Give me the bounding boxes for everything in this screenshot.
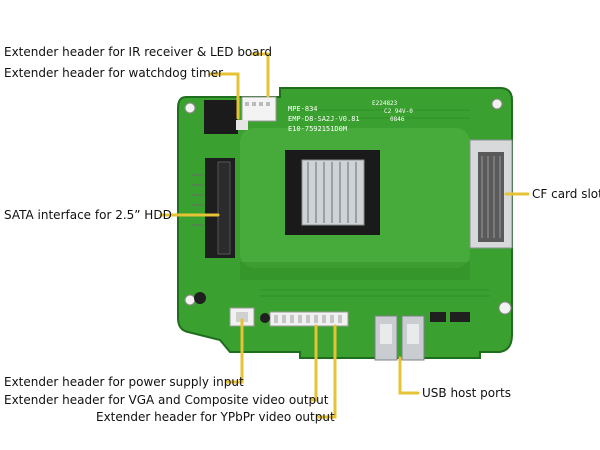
leader-usb (398, 356, 420, 395)
silk-date: 0846 (390, 116, 405, 123)
video-header-connector (269, 311, 349, 327)
callout-vga-header: Extender header for VGA and Composite vi… (4, 393, 329, 407)
callout-ir-header: Extender header for IR receiver & LED bo… (4, 45, 272, 59)
callout-cf-slot: CF card slot (532, 187, 600, 201)
silk-model: MPE-834 (288, 105, 318, 113)
callout-ypbpr-header: Extender header for YPbPr video output (96, 410, 335, 424)
callout-usb-ports: USB host ports (422, 386, 512, 400)
leader-ypbpr (316, 324, 337, 419)
leader-ir (250, 52, 270, 98)
leader-vga (309, 324, 318, 402)
leader-power (225, 318, 244, 384)
callout-watchdog-header: Extender header for watchdog timer (4, 66, 224, 80)
silk-cert-code: C2 94V-0 (384, 108, 413, 115)
silk-serial: E10-7592151D0M (288, 125, 347, 133)
silk-part: EMP-D8-SA2J-V0.81 (288, 115, 360, 123)
silk-cert-mark: E224823 (372, 100, 398, 107)
callout-power-header: Extender header for power supply input (4, 375, 244, 389)
cpu-heatsink (285, 150, 380, 235)
leader-watchdog (208, 72, 240, 120)
chips (194, 292, 470, 323)
usb-port-connectors (374, 315, 425, 361)
callout-sata: SATA interface for 2.5” HDD (4, 208, 172, 222)
ir-header-connector (204, 96, 277, 134)
sata-connector (192, 158, 235, 258)
